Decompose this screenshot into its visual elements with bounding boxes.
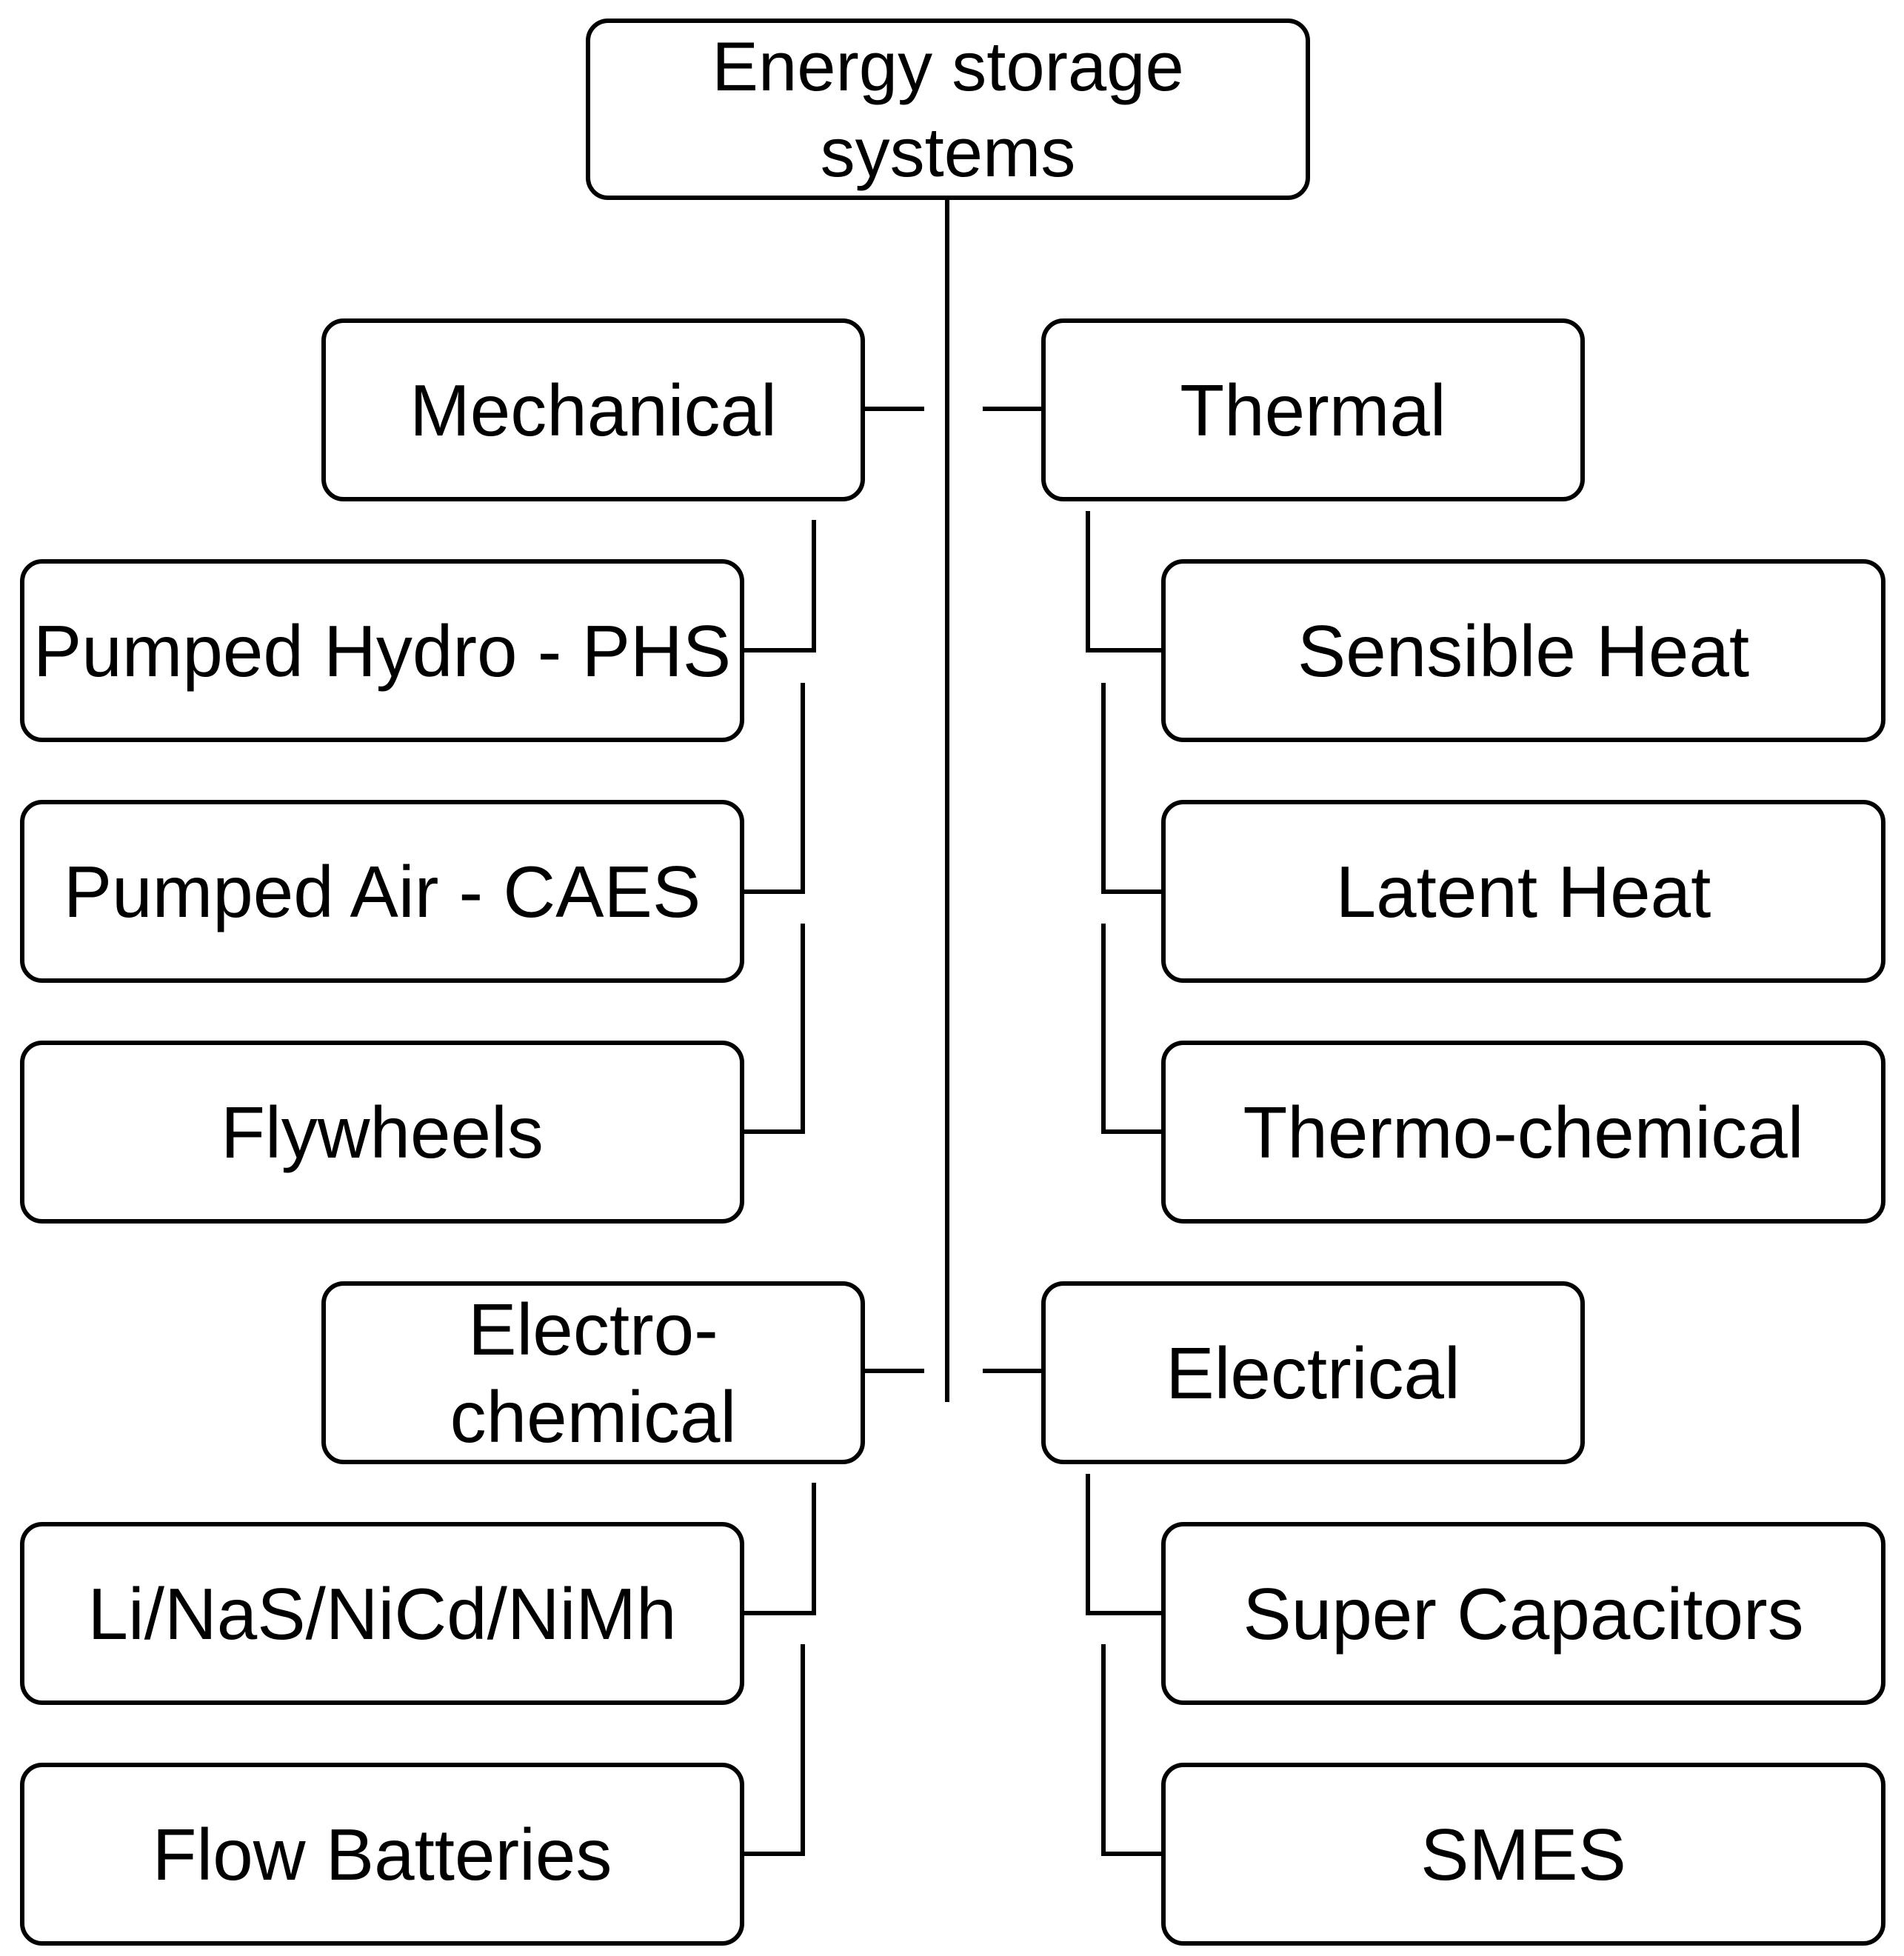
pumped-air-node-label: Pumped Air - CAES (63, 850, 701, 932)
super-capacitors-node-label: Super Capacitors (1243, 1572, 1804, 1655)
pumped-air-node: Pumped Air - CAES (20, 800, 744, 983)
electrical-node-label: Electrical (1166, 1332, 1460, 1414)
root-node-label: Energy storage systems (712, 27, 1184, 191)
electrochemical-node-label: Electro- chemical (450, 1288, 737, 1458)
super-capacitors-node: Super Capacitors (1161, 1522, 1885, 1705)
flywheels-node-label: Flywheels (221, 1091, 544, 1173)
thermo-chemical-node: Thermo-chemical (1161, 1041, 1885, 1224)
batteries-node-label: Li/NaS/NiCd/NiMh (87, 1572, 677, 1655)
flywheels-node: Flywheels (20, 1041, 744, 1224)
thermo-chemical-node-label: Thermo-chemical (1243, 1091, 1804, 1173)
thermal-node: Thermal (1041, 318, 1585, 501)
pumped-hydro-node: Pumped Hydro - PHS (20, 559, 744, 742)
root-node: Energy storage systems (586, 19, 1310, 200)
electrochemical-node: Electro- chemical (321, 1281, 865, 1464)
mechanical-node-label: Mechanical (410, 369, 777, 451)
flow-batteries-node: Flow Batteries (20, 1763, 744, 1946)
pumped-hydro-node-label: Pumped Hydro - PHS (33, 610, 732, 692)
smes-node-label: SMES (1420, 1813, 1626, 1895)
flow-batteries-node-label: Flow Batteries (152, 1813, 612, 1895)
mechanical-node: Mechanical (321, 318, 865, 501)
electrical-node: Electrical (1041, 1281, 1585, 1464)
thermal-node-label: Thermal (1180, 369, 1446, 451)
batteries-node: Li/NaS/NiCd/NiMh (20, 1522, 744, 1705)
latent-heat-node: Latent Heat (1161, 800, 1885, 983)
latent-heat-node-label: Latent Heat (1335, 850, 1711, 932)
sensible-heat-node-label: Sensible Heat (1297, 610, 1750, 692)
sensible-heat-node: Sensible Heat (1161, 559, 1885, 742)
smes-node: SMES (1161, 1763, 1885, 1946)
